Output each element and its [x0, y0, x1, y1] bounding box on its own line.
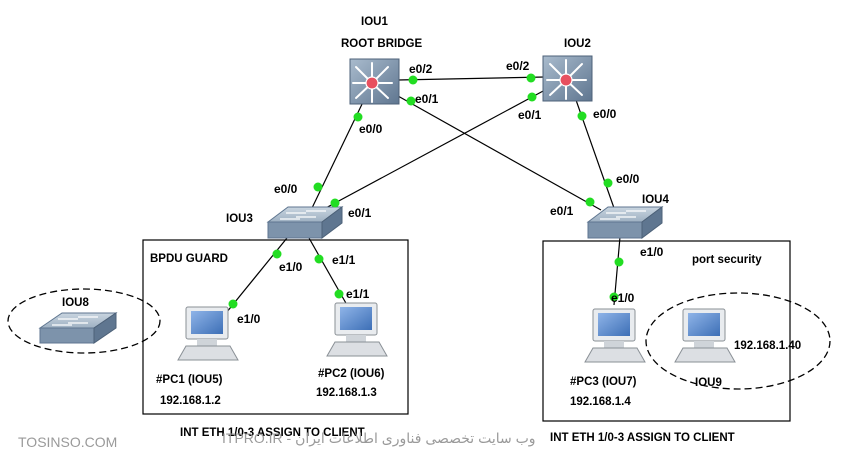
bpdu-guard-zone [142, 239, 409, 415]
watermark-tagline: ITPRO.IR - وب سایت تخصصی فناوری اطلاعات … [222, 430, 536, 447]
iou9-name: IOU9 [695, 377, 722, 389]
link-iou1-iou4 [397, 95, 602, 211]
iface-pc1-e1-0: e1/0 [237, 312, 261, 326]
dot-iou3-e1-0 [272, 249, 282, 259]
iface-iou4-e0-1: e0/1 [550, 204, 574, 218]
iface-pc2-e1-1: e1/1 [346, 287, 370, 301]
iou1-device[interactable] [349, 58, 400, 105]
dot-iou3-e1-1 [314, 254, 324, 264]
iface-iou4-e1-0: e1/0 [640, 245, 664, 259]
pc3-name: #PC3 (IOU7) [570, 376, 637, 388]
footer-left-caption: INT ETH 1/0-3 ASSIGN TO CLIENT [180, 427, 365, 439]
dot-pc1-e1-0 [228, 299, 238, 309]
link-iou2-iou3 [321, 89, 546, 211]
iface-iou3-e0-1: e0/1 [348, 206, 372, 220]
dot-iou4-e1-0 [614, 257, 624, 267]
iface-iou3-e1-1: e1/1 [332, 253, 356, 267]
dot-iou4-e0-1 [585, 197, 595, 207]
iou9-ip: 192.168.1.40 [734, 340, 801, 352]
iface-iou2-e0-0: e0/0 [593, 107, 617, 121]
pc1-ip: 192.168.1.2 [160, 395, 221, 407]
iou8-device[interactable] [38, 312, 118, 344]
iou8-arrows-icon [52, 316, 98, 326]
iface-iou3-e1-0: e1/0 [279, 260, 303, 274]
iface-pc3-e1-0: e1/0 [611, 291, 635, 305]
iou4-arrows-icon [600, 210, 646, 220]
port-security-zone [542, 240, 791, 422]
dot-pc3-e1-0 [609, 292, 619, 302]
port-security-title: port security [692, 254, 762, 266]
iou3-arrows-icon [280, 210, 326, 220]
pc2-name: #PC2 (IOU6) [318, 368, 385, 380]
link-status-dots [228, 73, 624, 309]
iou9-ellipse [645, 292, 831, 390]
iou9-device[interactable] [674, 308, 736, 363]
dot-iou3-e0-1 [330, 198, 340, 208]
iface-iou1-e0-0: e0/0 [359, 122, 383, 136]
bpdu-guard-title: BPDU GUARD [150, 253, 228, 265]
pc1-device[interactable] [177, 306, 239, 361]
iou8-name: IOU8 [62, 297, 89, 309]
iou2-device[interactable] [542, 55, 593, 102]
iou8-ellipse [7, 288, 161, 354]
pc2-ip: 192.168.1.3 [316, 387, 377, 399]
dot-iou1-e0-0 [353, 112, 363, 122]
iou1-name: IOU1 [361, 16, 388, 28]
dot-iou1-e0-2 [408, 75, 418, 85]
iou4-name: IOU4 [642, 194, 669, 206]
iou1-role: ROOT BRIDGE [341, 38, 422, 50]
pc1-name: #PC1 (IOU5) [156, 374, 223, 386]
dot-iou2-e0-0 [577, 111, 587, 121]
iface-iou4-e0-0: e0/0 [616, 172, 640, 186]
dot-pc2-e1-1 [334, 289, 344, 299]
watermark-brand: TOSINSO.COM [18, 434, 117, 450]
link-iou1-iou2 [397, 76, 546, 81]
pc2-device[interactable] [326, 302, 388, 357]
iface-iou1-e0-1: e0/1 [415, 92, 439, 106]
iface-iou2-e0-2: e0/2 [506, 59, 530, 73]
dot-iou2-e0-1 [527, 92, 537, 102]
iface-iou1-e0-2: e0/2 [409, 62, 433, 76]
iou2-name: IOU2 [564, 38, 591, 50]
iou3-name: IOU3 [226, 213, 253, 225]
dot-iou2-e0-2 [526, 73, 536, 83]
dot-iou4-e0-0 [603, 178, 613, 188]
iface-iou3-e0-0: e0/0 [274, 182, 298, 196]
dot-iou3-e0-0 [313, 182, 323, 192]
links [221, 76, 621, 319]
iou3-device[interactable] [266, 206, 344, 239]
dot-iou1-e0-1 [406, 96, 416, 106]
pc3-ip: 192.168.1.4 [570, 396, 631, 408]
iface-iou2-e0-1: e0/1 [518, 108, 542, 122]
iou4-device[interactable] [586, 206, 664, 239]
pc3-device[interactable] [584, 308, 646, 363]
footer-right-caption: INT ETH 1/0-3 ASSIGN TO CLIENT [550, 432, 735, 444]
